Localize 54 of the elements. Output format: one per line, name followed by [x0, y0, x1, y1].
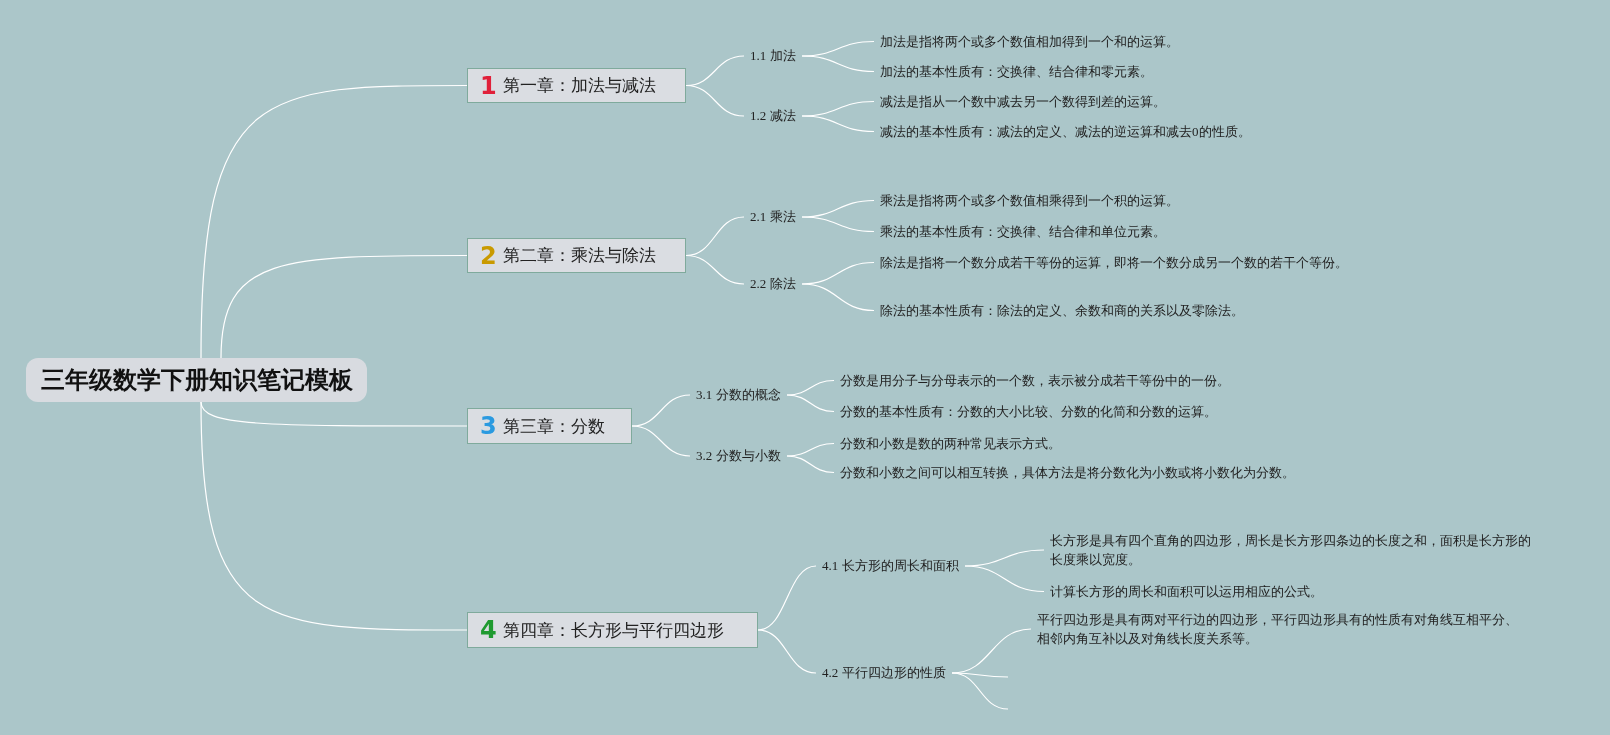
chapter-box — [467, 408, 632, 444]
central-topic-box: 三年级数学下册知识笔记模板 — [26, 358, 367, 402]
branch-line — [685, 254, 745, 285]
subtopic-label: 4.2 平行四边形的性质 — [822, 664, 946, 682]
note-text: 分数的基本性质有：分数的大小比较、分数的化简和分数的运算。 — [840, 402, 1320, 421]
branch-line — [951, 672, 1009, 678]
note-text: 加法是指将两个或多个数值相加得到一个和的运算。 — [880, 32, 1350, 51]
note-text: 乘法是指将两个或多个数值相乘得到一个积的运算。 — [880, 191, 1350, 210]
branch-line — [757, 629, 817, 674]
branch-line — [631, 425, 691, 457]
chapter-number: 3 — [480, 412, 497, 440]
chapter-number: 2 — [480, 241, 497, 270]
note-text: 减法是指从一个数中减去另一个数得到差的运算。 — [880, 92, 1350, 111]
subtopic-label: 1.2 减法 — [750, 107, 796, 125]
branch-line — [220, 254, 468, 359]
chapter-title: 第三章：分数 — [502, 414, 605, 438]
branch-line — [801, 216, 875, 233]
subtopic-label: 1.1 加法 — [750, 47, 796, 65]
branch-line — [801, 115, 875, 133]
chapter-title: 第四章：长方形与平行四边形 — [502, 618, 724, 642]
subtopic-label: 2.1 乘法 — [750, 208, 796, 226]
note-text: 分数和小数是数的两种常见表示方式。 — [840, 434, 1320, 453]
chapter-box — [467, 68, 686, 103]
note-text: 平行四边形是具有两对平行边的四边形，平行四边形具有的性质有对角线互相平分、相邻内角互补以及对角线长度关系等。 — [1037, 610, 1519, 648]
subtopic-label: 4.1 长方形的周长和面积 — [822, 557, 959, 575]
note-text: 加法的基本性质有：交换律、结合律和零元素。 — [880, 62, 1350, 81]
note-text: 除法是指将一个数分成若干等份的运算，即将一个数分成另一个数的若干个等份。 — [880, 253, 1358, 272]
chapter-box — [467, 612, 758, 648]
chapter-title: 第二章：乘法与除法 — [502, 244, 656, 267]
chapter-title: 第一章：加法与减法 — [502, 74, 656, 97]
chapter-number: 1 — [480, 71, 497, 100]
branch-line — [200, 84, 468, 359]
chapter-number: 4 — [480, 616, 497, 644]
note-text: 分数是用分子与分母表示的一个数，表示被分成若干等份中的一份。 — [840, 371, 1320, 390]
subtopic-label: 3.2 分数与小数 — [696, 447, 781, 465]
branch-line — [200, 401, 468, 631]
chapter-box — [467, 238, 686, 273]
branch-line — [786, 394, 835, 413]
branch-line — [786, 442, 835, 457]
note-text: 计算长方形的周长和面积可以运用相应的公式。 — [1050, 582, 1520, 601]
note-text: 减法的基本性质有：减法的定义、减法的逆运算和减去0的性质。 — [880, 122, 1350, 141]
branch-line — [964, 565, 1045, 593]
branch-line — [801, 283, 875, 312]
note-text: 乘法的基本性质有：交换律、结合律和单位元素。 — [880, 222, 1350, 241]
note-text: 分数和小数之间可以相互转换，具体方法是将分数化为小数或将小数化为分数。 — [840, 463, 1340, 482]
note-text: 长方形是具有四个直角的四边形，周长是长方形四条边的长度之和，面积是长方形的长度乘以宽度。 — [1050, 531, 1542, 569]
subtopic-label: 2.2 除法 — [750, 275, 796, 293]
branch-line — [685, 84, 745, 117]
branch-line — [786, 455, 835, 474]
branch-line — [801, 55, 875, 73]
branch-line — [951, 672, 1009, 710]
subtopic-label: 3.1 分数的概念 — [696, 386, 781, 404]
branch-line — [786, 379, 835, 396]
note-text: 除法的基本性质有：除法的定义、余数和商的关系以及零除法。 — [880, 301, 1350, 320]
